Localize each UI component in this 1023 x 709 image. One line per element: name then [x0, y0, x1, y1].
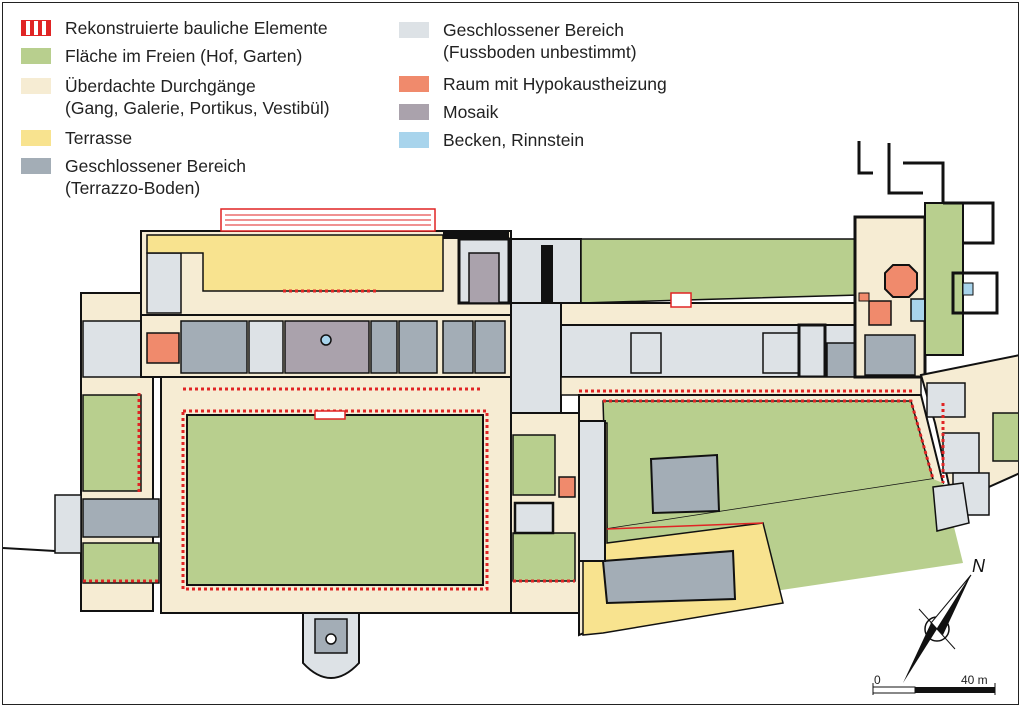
courtyard-far-east: [992, 412, 1018, 462]
legend-swatch-passages: [21, 78, 51, 94]
hypocaust-room: [868, 300, 892, 326]
room-undetermined: [942, 432, 980, 474]
room-terrazzo: [649, 453, 721, 515]
legend-swatch-undetermined: [399, 22, 429, 38]
courtyard-northeast: [580, 238, 860, 304]
courtyard-southwest: [82, 542, 160, 584]
north-range: [140, 208, 582, 316]
east-peristyle: [578, 354, 1018, 637]
reconstructed-stairs: [670, 292, 692, 308]
legend-label-sub: (Terrazzo-Boden): [65, 178, 201, 198]
clover-room: [513, 501, 555, 535]
hypocaust-room: [858, 292, 870, 302]
legend-item-hypocaust: Raum mit Hypokaustheizung: [399, 73, 667, 95]
mosaic-hall: [284, 320, 370, 374]
courtyard-bath: [924, 202, 964, 356]
north-arrow-icon: [903, 574, 972, 683]
legend-item-undetermined: Geschlossener Bereich (Fussboden unbesti…: [399, 19, 637, 63]
legend-item-terrace: Terrasse: [21, 127, 132, 149]
floor-plan-map: [3, 141, 1018, 695]
room-terrazzo: [398, 320, 438, 374]
legend-swatch-terrazzo: [21, 158, 51, 174]
legend-label: Überdachte Durchgänge: [65, 76, 256, 96]
room-terrazzo: [370, 320, 398, 374]
legend-item-outdoor: Fläche im Freien (Hof, Garten): [21, 45, 302, 67]
legend-item-mosaic: Mosaik: [399, 101, 498, 123]
legend-label: Geschlossener Bereich: [65, 156, 246, 176]
legend-label-sub: (Fussboden unbestimmt): [443, 42, 637, 62]
room-terrazzo: [601, 549, 737, 605]
legend-label-sub: (Gang, Galerie, Portikus, Vestibül): [65, 98, 330, 118]
legend-swatch-basin: [399, 132, 429, 148]
hypocaust-room: [146, 332, 180, 364]
rooms-north-of-court: [140, 314, 512, 378]
legend-swatch-terrace: [21, 130, 51, 146]
legend-item-terrazzo: Geschlossener Bereich (Terrazzo-Boden): [21, 155, 246, 199]
legend-swatch-hypocaust: [399, 76, 429, 92]
legend-label: Becken, Rinnstein: [443, 130, 585, 150]
room-undetermined: [926, 382, 966, 418]
hypocaust-room: [884, 264, 918, 298]
room-undetermined: [146, 252, 182, 314]
legend-label: Mosaik: [443, 102, 499, 122]
legend-label: Geschlossener Bereich: [443, 20, 624, 40]
legend-swatch-mosaic: [399, 104, 429, 120]
legend-swatch-outdoor: [21, 48, 51, 64]
north-label: N: [972, 556, 985, 576]
courtyard-west: [82, 394, 142, 492]
scale-bar-icon: [872, 683, 996, 695]
legend-label: Fläche im Freien (Hof, Garten): [65, 46, 303, 66]
room-terrazzo: [474, 320, 506, 374]
room-undetermined: [82, 320, 142, 378]
main-peristyle: [160, 376, 512, 679]
legend-item-reconstructed: Rekonstruierte bauliche Elemente: [21, 17, 328, 39]
west-wing: [3, 292, 160, 612]
legend-item-passages: Überdachte Durchgänge (Gang, Galerie, Po…: [21, 75, 330, 119]
main-courtyard: [186, 414, 484, 586]
room-terrazzo: [864, 334, 916, 376]
room-undetermined: [54, 494, 82, 554]
bath-complex: [853, 141, 999, 379]
hypocaust-room: [558, 476, 576, 498]
basin-icon: [320, 334, 332, 346]
room-terrazzo: [442, 320, 474, 374]
scale-end-label: 40 m: [961, 673, 988, 687]
legend-label: Terrasse: [65, 128, 133, 148]
basin: [962, 282, 974, 296]
legend-label: Raum mit Hypokaustheizung: [443, 74, 667, 94]
room-terrazzo: [248, 320, 284, 374]
legend-item-basin: Becken, Rinnstein: [399, 129, 584, 151]
room-terrazzo: [82, 498, 160, 538]
legend-swatch-reconstructed: [21, 20, 51, 36]
scale-start-label: 0: [874, 673, 881, 687]
room-terrazzo: [180, 320, 248, 374]
courtyard-center: [512, 434, 556, 496]
legend-label: Rekonstruierte bauliche Elemente: [65, 18, 328, 38]
courtyard-center: [512, 532, 576, 582]
mosaic-apse: [468, 252, 500, 304]
central-corridor: [510, 302, 580, 614]
